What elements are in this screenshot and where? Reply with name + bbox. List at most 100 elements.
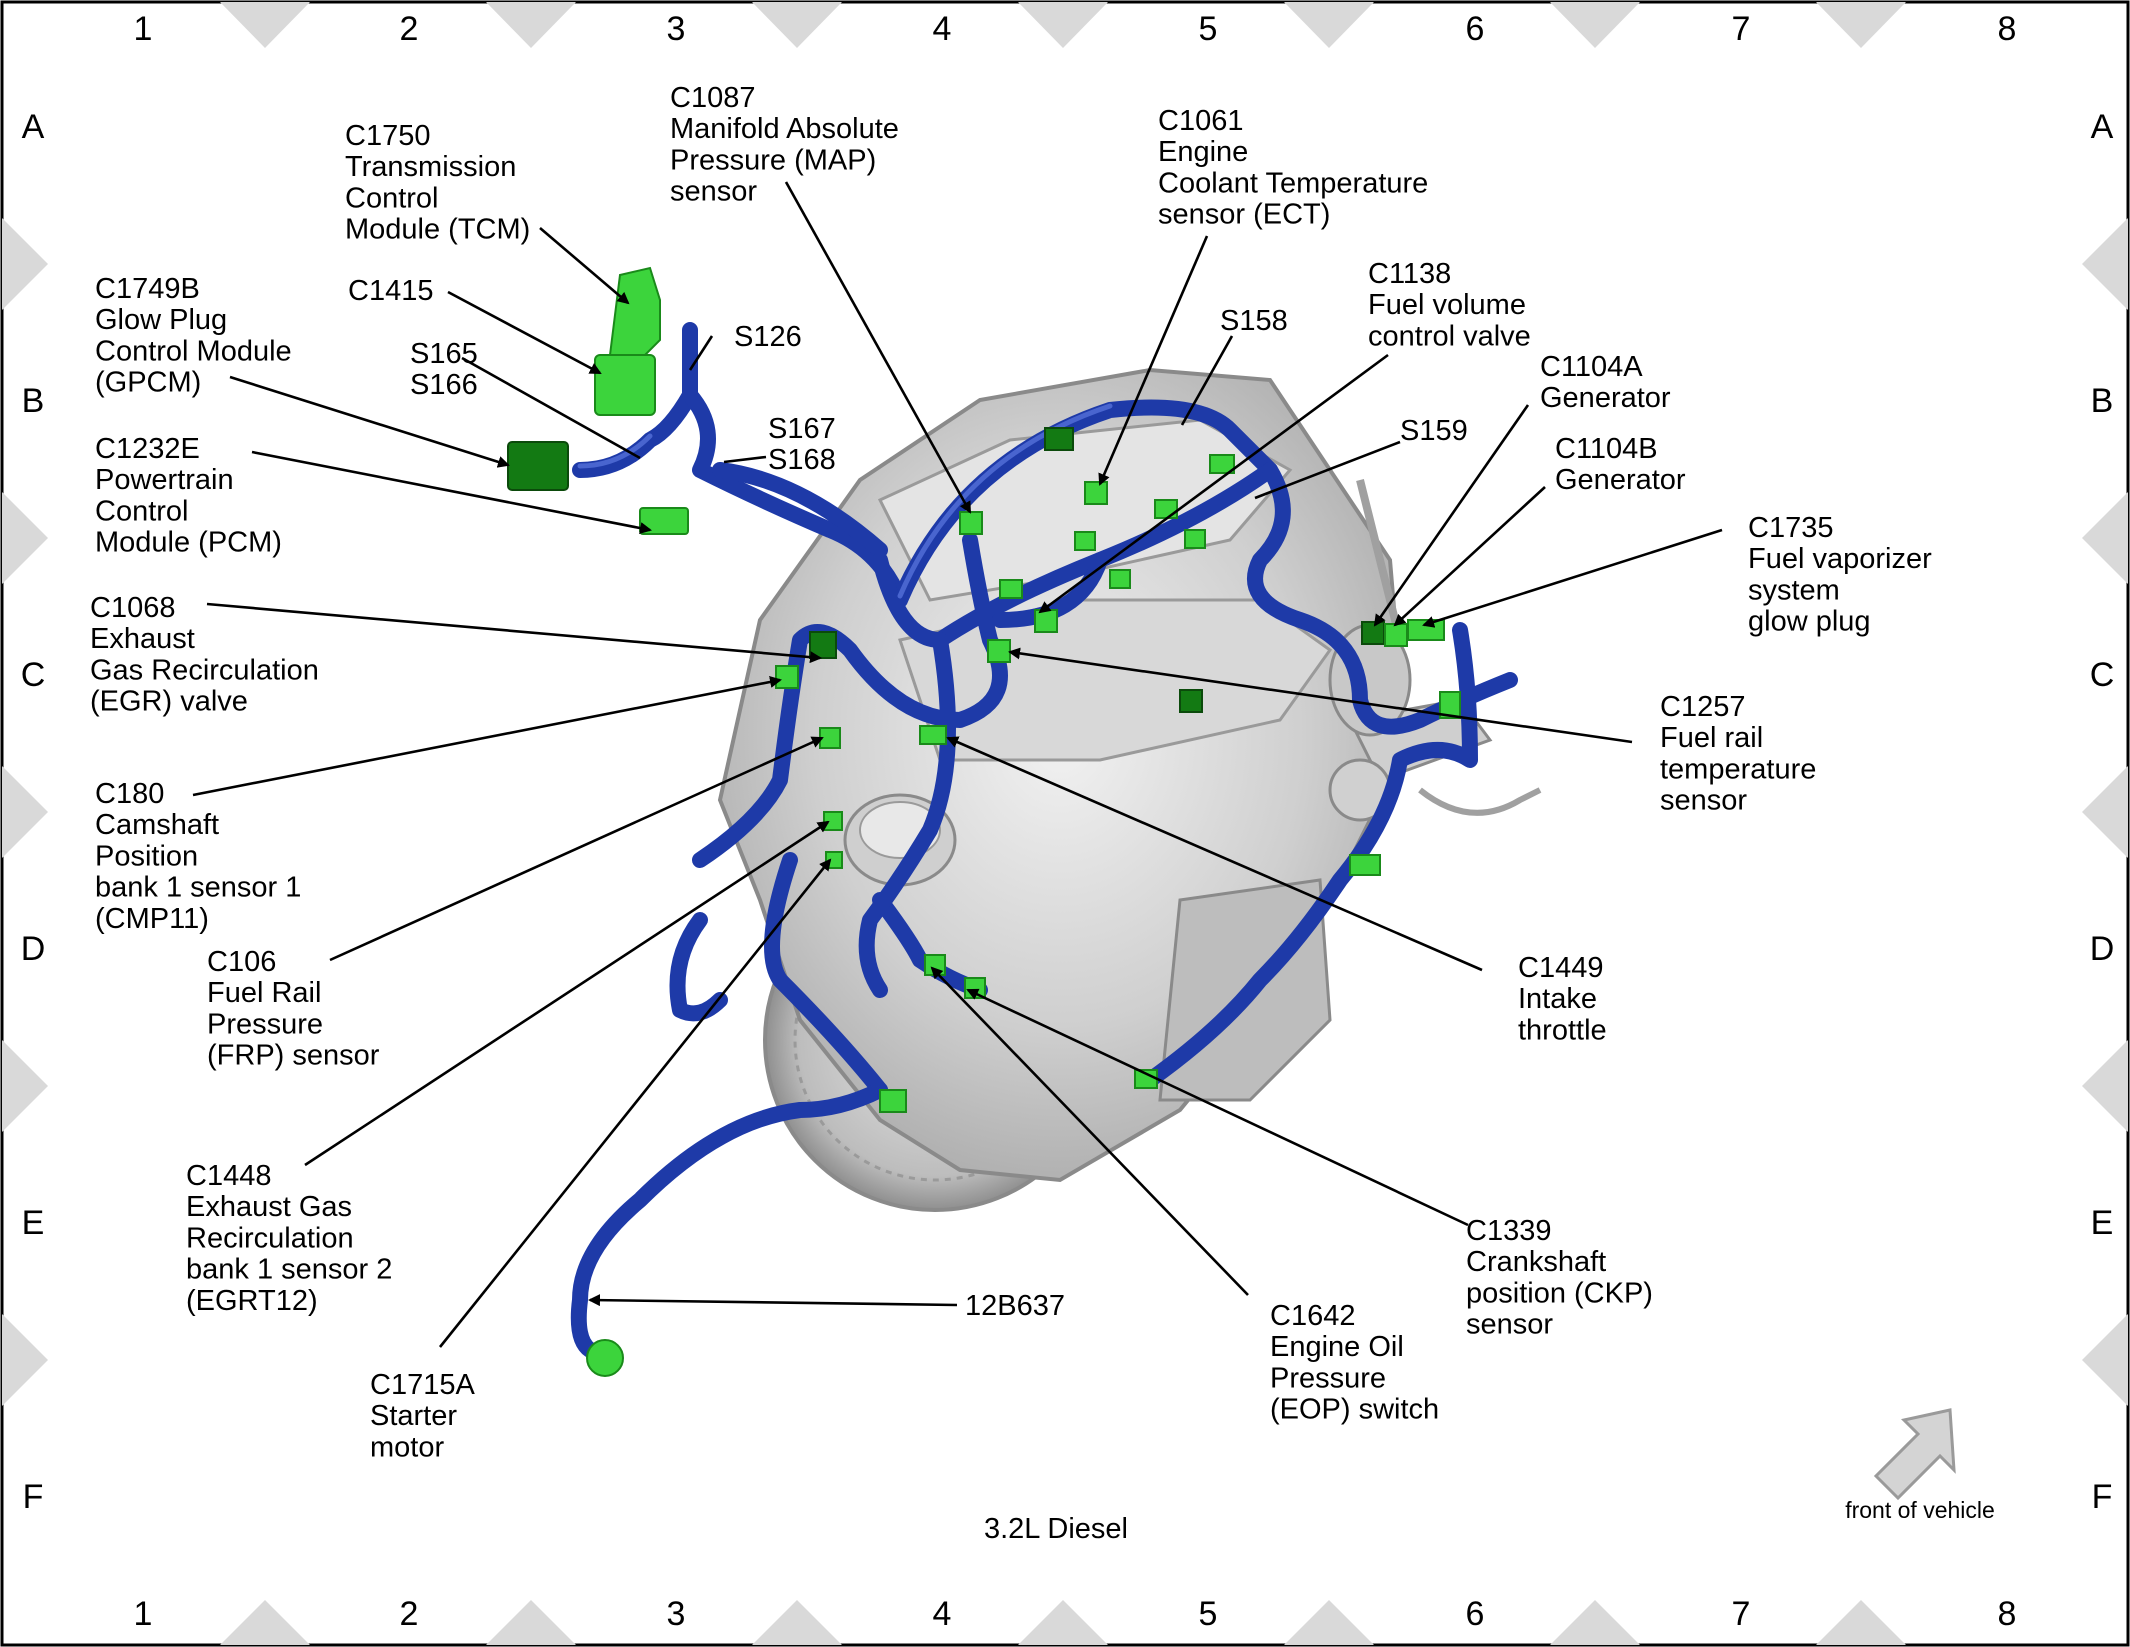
callout-line: C1104A bbox=[1540, 351, 1643, 383]
callout-line: Crankshaft bbox=[1466, 1246, 1606, 1278]
grid-row-label: A bbox=[22, 108, 45, 146]
callout-line: Engine Oil bbox=[1270, 1331, 1404, 1363]
callout-line: (EOP) switch bbox=[1270, 1394, 1439, 1426]
grid-column-label: 5 bbox=[1199, 1595, 1218, 1633]
grid-column-label: 4 bbox=[933, 1595, 952, 1633]
callout-line: C1750 bbox=[345, 120, 430, 152]
callout-line: position (CKP) bbox=[1466, 1277, 1653, 1309]
grid-row-label: B bbox=[2091, 382, 2114, 420]
callout-line: C106 bbox=[207, 946, 276, 978]
callout-line: C1448 bbox=[186, 1160, 271, 1192]
grid-column-label: 7 bbox=[1732, 10, 1751, 48]
callout-line: C1138 bbox=[1368, 258, 1451, 290]
grid-row-label: F bbox=[23, 1478, 44, 1516]
callout-line: bank 1 sensor 1 bbox=[95, 872, 301, 904]
grid-column-label: 3 bbox=[667, 10, 686, 48]
callout-line: Pressure (MAP) bbox=[670, 144, 876, 176]
grid-row-label: E bbox=[2091, 1204, 2114, 1242]
callout-line: Camshaft bbox=[95, 809, 219, 841]
callout-line: Glow Plug bbox=[95, 304, 227, 336]
callout-line: C1061 bbox=[1158, 105, 1243, 137]
callout-c1415: C1415 bbox=[348, 275, 433, 307]
callout-line: Control Module bbox=[95, 335, 292, 367]
callout-line: Generator bbox=[1540, 382, 1671, 414]
connector-misc-5 bbox=[1184, 529, 1206, 549]
callout-line: S168 bbox=[768, 444, 836, 476]
connector-c1061 bbox=[1084, 481, 1108, 505]
connector-c1087 bbox=[959, 511, 983, 535]
callout-line: motor bbox=[370, 1431, 444, 1463]
callout-line: Pressure bbox=[207, 1008, 323, 1040]
callout-line: Exhaust Gas bbox=[186, 1191, 352, 1223]
connector-c1104b bbox=[1384, 623, 1408, 647]
grid-column-label: 5 bbox=[1199, 10, 1218, 48]
callout-line: S166 bbox=[410, 369, 478, 401]
callout-line: C1642 bbox=[1270, 1300, 1355, 1332]
callout-line: Position bbox=[95, 840, 198, 872]
grid-column-label: 1 bbox=[134, 1595, 153, 1633]
grid-row-label: F bbox=[2092, 1478, 2113, 1516]
connector-c1104a bbox=[1361, 621, 1385, 645]
gpcm-connector bbox=[507, 441, 569, 491]
callout-line: (EGRT12) bbox=[186, 1285, 318, 1317]
callout-line: Manifold Absolute bbox=[670, 113, 899, 145]
callout-line: Module (TCM) bbox=[345, 214, 530, 246]
grid-column-label: 2 bbox=[400, 10, 419, 48]
callout-line: (GPCM) bbox=[95, 367, 201, 399]
callout-line: C1104B bbox=[1555, 433, 1658, 465]
engine-illustration bbox=[717, 367, 1542, 1212]
callout-line: C1087 bbox=[670, 82, 755, 114]
callout-line: S165 bbox=[410, 338, 478, 370]
callout-line: bank 1 sensor 2 bbox=[186, 1254, 392, 1286]
connector-misc-11 bbox=[1044, 427, 1074, 451]
callout-line: Engine bbox=[1158, 136, 1248, 168]
callout-line: Recirculation bbox=[186, 1222, 354, 1254]
callout-line: C1339 bbox=[1466, 1215, 1551, 1247]
callout-line: Fuel Rail bbox=[207, 977, 321, 1009]
callout-line: sensor bbox=[670, 176, 757, 208]
callout-line: Fuel volume bbox=[1368, 289, 1526, 321]
front-arrow-icon bbox=[1873, 1408, 1956, 1501]
callout-line: sensor (ECT) bbox=[1158, 199, 1330, 231]
connector-c180 bbox=[775, 665, 799, 689]
connector-misc-10 bbox=[1179, 689, 1203, 713]
connector-misc-2 bbox=[1074, 531, 1096, 551]
connector-c1449 bbox=[919, 725, 947, 745]
callout-line: Starter bbox=[370, 1400, 457, 1432]
grid-row-label: A bbox=[2091, 108, 2114, 146]
connector-misc-1 bbox=[999, 579, 1023, 599]
callout-s126: S126 bbox=[734, 321, 802, 353]
callout-line: sensor bbox=[1660, 785, 1747, 817]
callout-line: C1257 bbox=[1660, 691, 1745, 723]
callout-line: Intake bbox=[1518, 983, 1597, 1015]
connector-s158 bbox=[1209, 454, 1235, 474]
grid-row-label: D bbox=[21, 930, 46, 968]
connector-c1068 bbox=[809, 631, 837, 659]
callout-line: C1068 bbox=[90, 592, 175, 624]
callout-line: S126 bbox=[734, 321, 802, 353]
callout-line: C1449 bbox=[1518, 952, 1603, 984]
callout-line: Gas Recirculation bbox=[90, 654, 319, 686]
callout-line: Fuel vaporizer bbox=[1748, 543, 1932, 575]
callout-line: S167 bbox=[768, 413, 836, 445]
callout-line: sensor bbox=[1466, 1309, 1553, 1341]
connector-c106 bbox=[819, 727, 841, 749]
grid-row-label: C bbox=[21, 656, 46, 694]
